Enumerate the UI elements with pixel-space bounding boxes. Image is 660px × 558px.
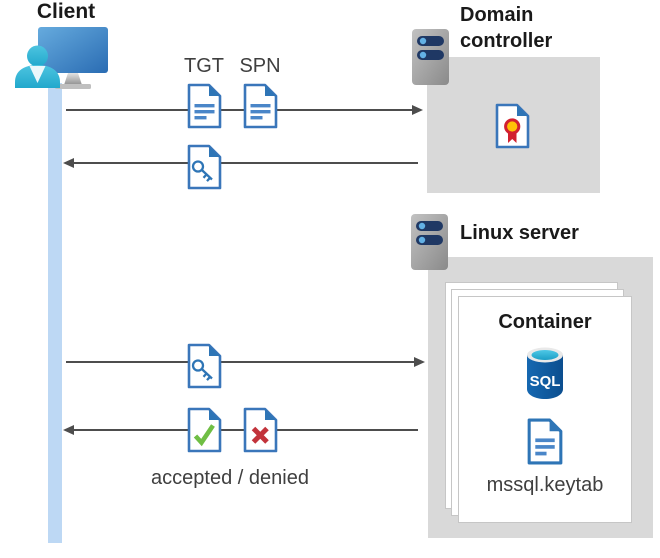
arrow-client-to-container: [66, 357, 425, 367]
arrowhead-right-icon: [414, 357, 425, 367]
key-glyph: [191, 160, 213, 182]
arrowhead-left-icon: [63, 158, 74, 168]
tgt-label: TGT: [184, 55, 224, 77]
person-collar: [29, 66, 46, 83]
domain-controller-server-icon: [412, 29, 449, 85]
arrowhead-left-icon: [63, 425, 74, 435]
arrowhead-right-icon: [412, 105, 423, 115]
accepted-denied-label: accepted / denied: [151, 467, 309, 489]
certificate-document-icon: [495, 103, 530, 149]
domain-controller-label: Domain controller: [460, 4, 553, 52]
container-label: Container: [498, 311, 592, 333]
cross-glyph: [251, 426, 269, 444]
check-glyph: [193, 424, 215, 447]
document-text-lines: [250, 104, 271, 120]
check-document-icon: [187, 407, 222, 453]
sql-database-icon: SQL: [527, 347, 563, 399]
client-lifeline: [48, 83, 62, 543]
arrow-client-to-domain-controller: [66, 105, 423, 115]
linux-server-label: Linux server: [460, 222, 579, 244]
sql-badge-text: SQL: [530, 373, 561, 390]
spn-label: SPN: [239, 55, 281, 77]
cross-document-icon: [243, 407, 278, 453]
user-at-monitor-icon: [15, 27, 108, 89]
monitor-stand: [64, 73, 82, 85]
key-glyph: [191, 359, 213, 381]
client-label: Client: [36, 0, 96, 23]
person-head: [27, 45, 48, 67]
keytab-document-icon: [527, 418, 563, 465]
linux-server-icon: [411, 214, 448, 270]
monitor-base: [55, 84, 91, 89]
arrow-domain-controller-to-client: [63, 158, 418, 168]
document-text-lines: [194, 104, 215, 120]
certificate-seal: [504, 118, 521, 135]
tgt-document-icon: [187, 83, 222, 129]
keytab-filename-label: mssql.keytab: [486, 474, 604, 496]
spn-document-icon: [243, 83, 278, 129]
key-document-icon: [187, 343, 222, 389]
key-document-icon: [187, 144, 222, 190]
document-text-lines: [535, 438, 555, 456]
monitor-screen: [38, 27, 108, 73]
container-card: Container SQL mssql: [458, 296, 632, 523]
